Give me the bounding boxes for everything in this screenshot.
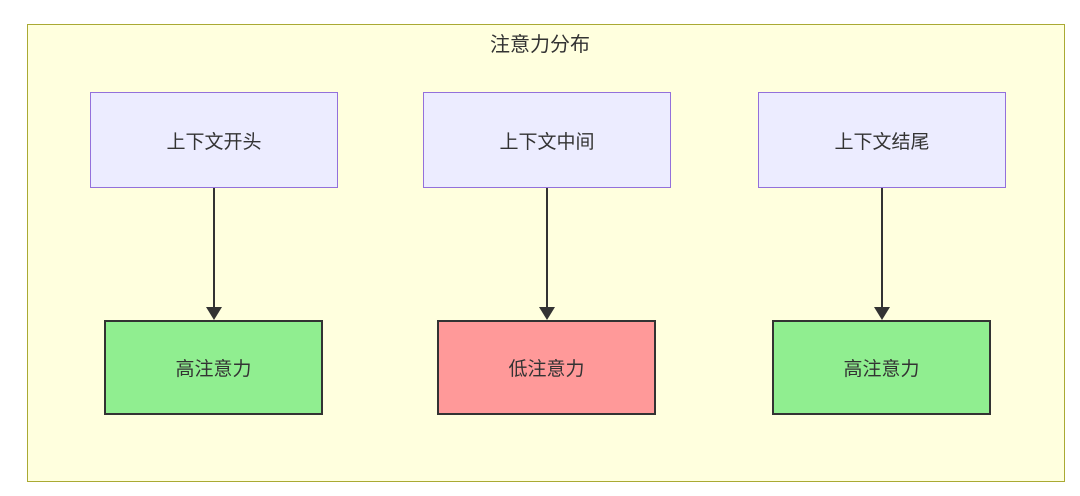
arrow-start-to-high-icon — [206, 188, 222, 320]
node-attention-high-left-label: 高注意力 — [175, 359, 252, 380]
node-attention-high-left: 高注意力 — [104, 320, 323, 415]
node-context-end: 上下文结尾 — [758, 92, 1006, 188]
node-attention-high-right: 高注意力 — [772, 320, 991, 415]
node-context-middle-label: 上下文中间 — [499, 131, 595, 153]
diagram-title: 注意力分布 — [490, 34, 590, 56]
node-context-start-label: 上下文开头 — [166, 131, 262, 153]
arrow-middle-to-low-icon — [539, 188, 555, 320]
arrow-end-to-high-icon — [874, 188, 890, 320]
node-context-middle: 上下文中间 — [423, 92, 671, 188]
node-context-start: 上下文开头 — [90, 92, 338, 188]
node-context-end-label: 上下文结尾 — [834, 131, 930, 153]
node-attention-high-right-label: 高注意力 — [843, 359, 920, 380]
node-attention-low-middle: 低注意力 — [437, 320, 656, 415]
node-attention-low-middle-label: 低注意力 — [508, 359, 585, 380]
